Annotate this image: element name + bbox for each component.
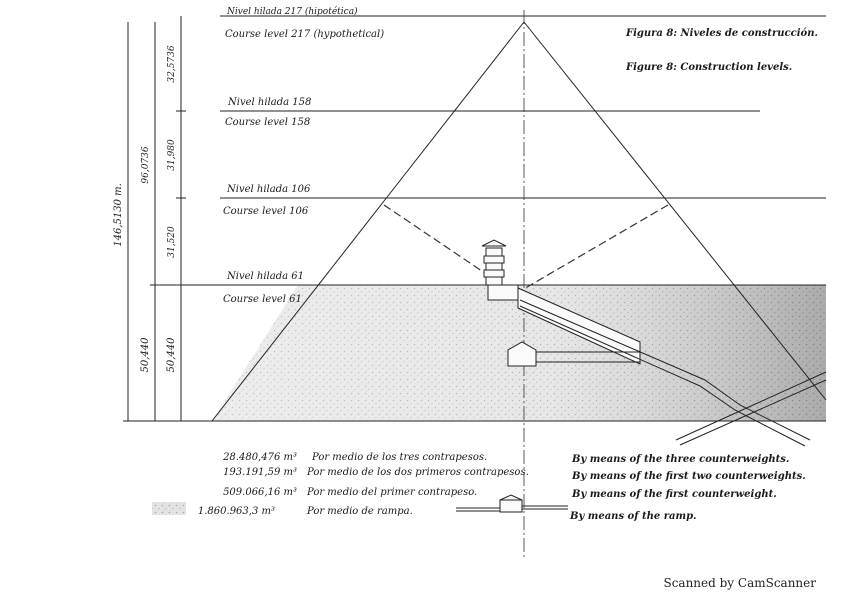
legend-volume: 28.480,476 m³ xyxy=(222,452,297,463)
legend-es: Por medio de los tres contrapesos. xyxy=(311,452,487,463)
counterweight-ramp-lines xyxy=(383,204,669,291)
dim-base-a: 50,440 xyxy=(140,337,151,373)
legend-en: By means of the ramp. xyxy=(569,511,697,522)
legend-volume: 1.860.963,3 m³ xyxy=(198,506,275,517)
figure-caption-en: Figure 8: Construction levels. xyxy=(625,62,792,73)
level-158-en: Course level 158 xyxy=(225,117,310,128)
scanner-watermark: Scanned by CamScanner xyxy=(663,576,816,590)
level-217-en: Course level 217 (hypothetical) xyxy=(225,29,384,40)
legend-volume: 193.191,59 m³ xyxy=(223,467,297,478)
legend-en: By means of the first counterweight. xyxy=(571,489,777,500)
pyramid-outline xyxy=(130,21,827,422)
figure-caption-es: Figura 8: Niveles de construcción. xyxy=(625,28,818,39)
level-61-en: Course level 61 xyxy=(223,294,302,305)
level-217-es: Nivel hilada 217 (hipotética) xyxy=(226,6,358,17)
dim-seg-mid: 31,980 xyxy=(167,139,177,171)
level-106-es: Nivel hilada 106 xyxy=(226,184,311,195)
ramp-swatch xyxy=(152,502,186,515)
level-158-es: Nivel hilada 158 xyxy=(227,97,311,108)
legend-es: Por medio de rampa. xyxy=(306,506,413,517)
dim-seg-top: 32,5736 xyxy=(167,45,177,82)
legend: 28.480,476 m³ Por medio de los tres cont… xyxy=(152,452,806,522)
dim-seg-low: 31,520 xyxy=(167,226,177,258)
dim-total: 146,5130 m. xyxy=(113,183,124,247)
counterweight-symbol xyxy=(456,494,568,513)
legend-es: Por medio del primer contrapeso. xyxy=(306,487,477,498)
legend-en: By means of the first two counterweights… xyxy=(571,471,806,482)
inner-passages xyxy=(481,239,827,447)
dim-upper-sum: 96,0736 xyxy=(141,146,151,183)
level-labels: Nivel hilada 217 (hipotética) Course lev… xyxy=(223,6,384,305)
legend-volume: 509.066,16 m³ xyxy=(223,487,297,498)
legend-es: Por medio de los dos primeros contrapeso… xyxy=(306,467,529,478)
legend-en: By means of the three counterweights. xyxy=(571,454,789,465)
level-106-en: Course level 106 xyxy=(223,206,309,217)
level-61-es: Nivel hilada 61 xyxy=(226,271,304,282)
dim-base-b: 50,440 xyxy=(166,337,177,373)
dimension-lines xyxy=(123,16,186,422)
